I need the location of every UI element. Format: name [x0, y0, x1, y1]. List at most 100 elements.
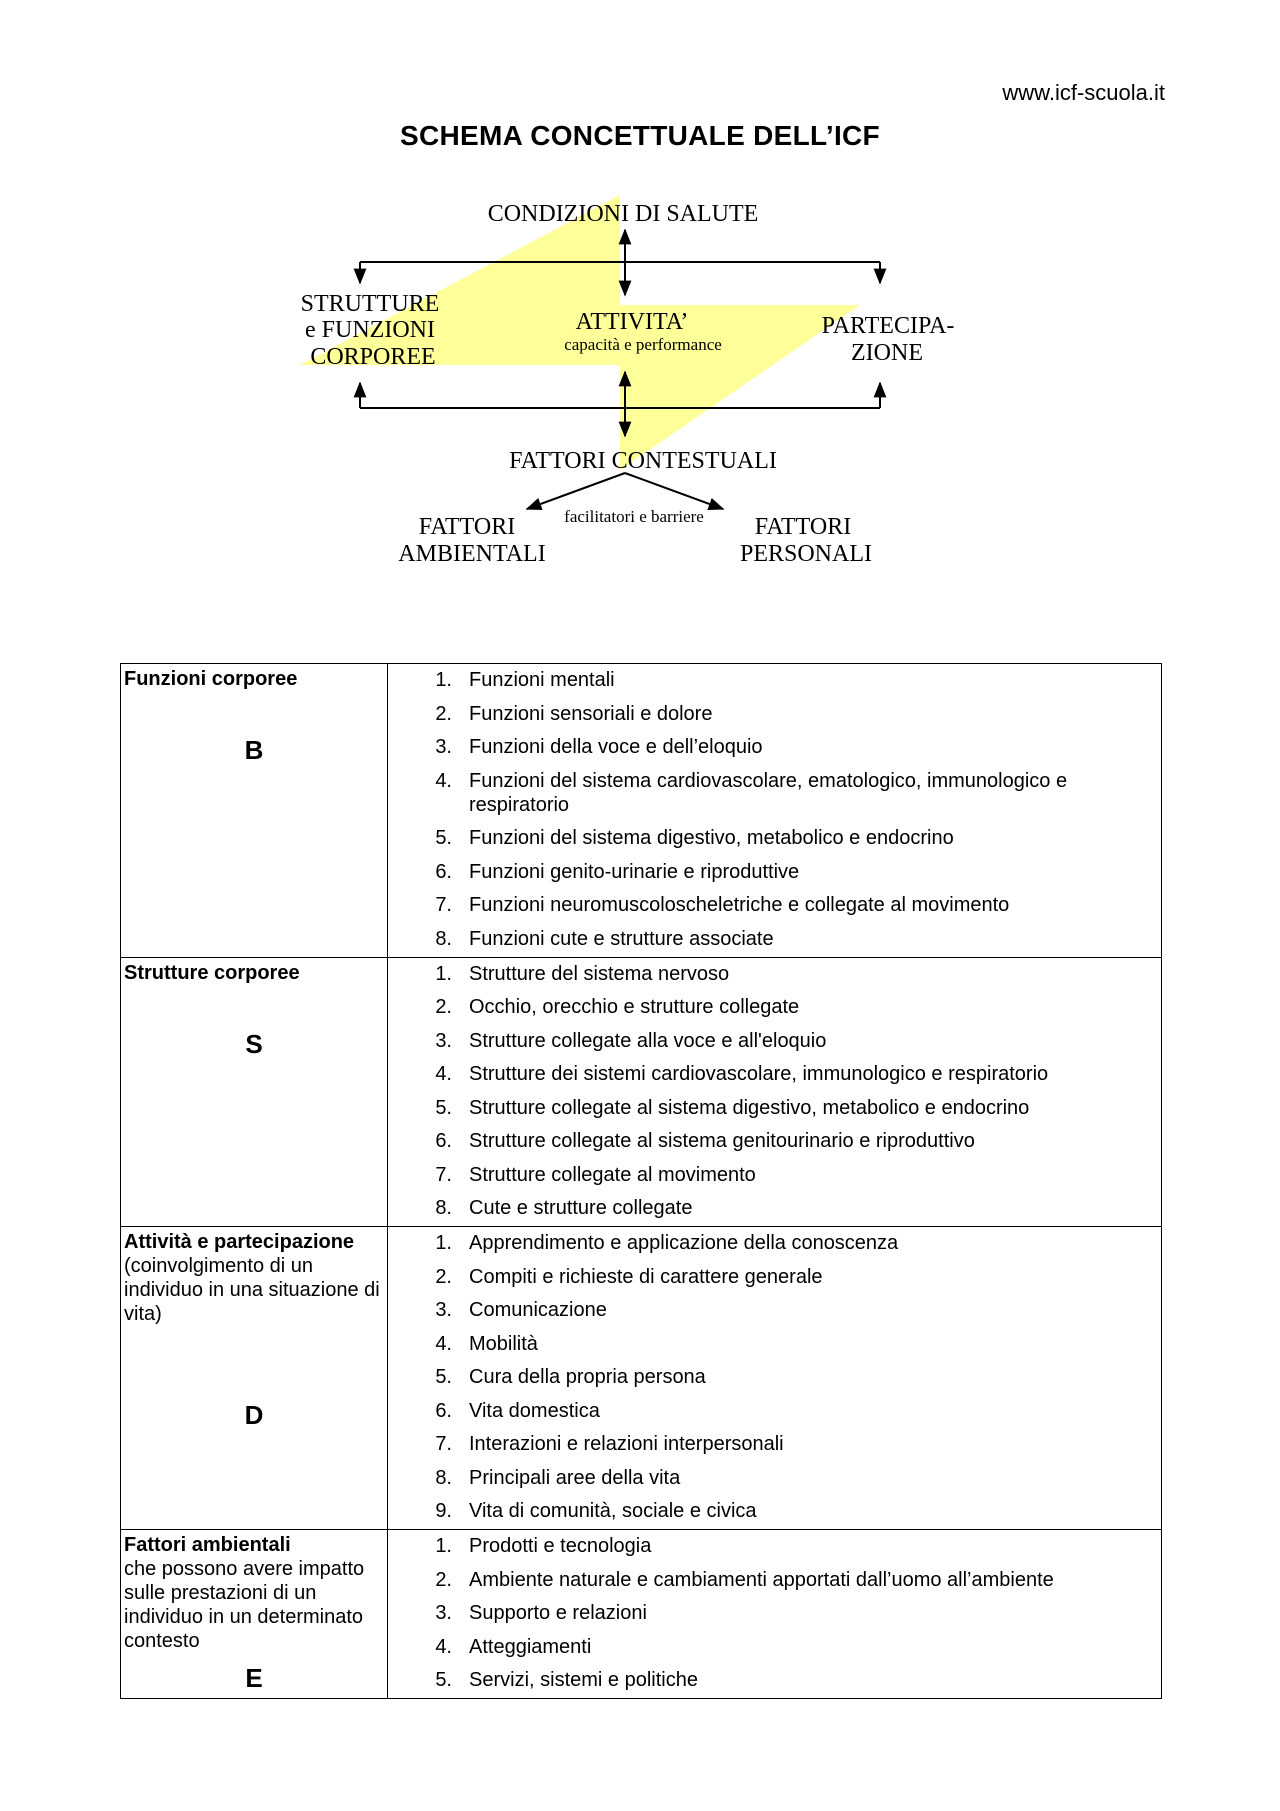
chapter-list-cell: 1. Funzioni mentali 2. Funzioni sensoriali … — [387, 663, 1162, 958]
chapter-number: 2. — [435, 702, 452, 725]
chapter-label: Interazioni e relazioni interpersonali — [469, 1433, 784, 1455]
chapter-list-item: 9. Vita di comunità, sociale e civica — [388, 1499, 1161, 1523]
condizioni-di-salute-label: CONDIZIONI DI SALUTE — [488, 201, 759, 227]
strutture-line-3: CORPOREE — [310, 344, 435, 370]
chapter-label: Supporto e relazioni — [469, 1602, 647, 1624]
component-description: che possono avere impatto sulle prestazi… — [124, 1558, 365, 1652]
chapter-number: 3. — [435, 1602, 452, 1624]
chapter-label: Comunicazione — [469, 1299, 607, 1321]
chapter-list-item: 5.Funzioni del sistema digestivo, metabo… — [388, 826, 1161, 850]
chapter-label: Cura della propria persona — [469, 1366, 706, 1388]
chapter-label: Funzioni genito-urinarie e riproduttive — [469, 860, 800, 883]
chapter-number: 6. — [435, 1130, 452, 1152]
top-connector — [353, 261, 887, 285]
ambientali-line-2: AMBIENTALI — [398, 541, 545, 567]
chapter-label: Mobilità — [469, 1332, 538, 1355]
chapter-list-item: 6. Funzioni genito-urinarie e riproduttiv… — [388, 860, 1161, 884]
fattori-personali-label: FATTORI PERSONALI — [740, 514, 872, 567]
chapter-number: 6. — [435, 860, 452, 883]
strutture-line-2: e FUNZIONI — [305, 317, 435, 343]
component-cell: Attività e partecipazione(coinvolgimento… — [120, 1226, 388, 1530]
chapter-list-item: 6. Vita domestica — [388, 1399, 1161, 1423]
chapter-label: Atteggiamenti — [469, 1635, 592, 1658]
chapter-list-item: 2. Funzioni sensoriali e dolore — [388, 702, 1161, 726]
component-description: (coinvolgimento di un individuo in una s… — [124, 1255, 380, 1325]
chapter-list-item: 3.Strutture collegate alla voce e all'el… — [388, 1029, 1161, 1053]
partecipazione-label: PARTECIPA- ZIONE — [822, 313, 961, 366]
chapter-label: Funzioni mentali — [469, 669, 615, 691]
highlight-triangle-right — [620, 305, 860, 470]
component-code: S — [245, 1028, 263, 1059]
chapter-number: 8. — [435, 1466, 452, 1489]
site-url: www.icf-scuola.it — [1002, 80, 1165, 105]
chapter-list-item: 2.Ambiente naturale e cambiamenti apport… — [388, 1568, 1161, 1592]
component-title: Attività e partecipazione — [124, 1231, 355, 1253]
personali-line-2: PERSONALI — [740, 541, 872, 567]
chapter-label: Funzioni della voce e dell’eloquio — [469, 736, 763, 758]
attivita-subtitle: capacità e performance — [564, 335, 722, 354]
bottom-connector — [353, 381, 887, 409]
chapter-number: 6. — [435, 1399, 452, 1422]
chapter-list-item: 1.Strutture del sistema nervoso — [388, 962, 1161, 986]
chapter-label: Funzioni del sistema cardiovascolare, em… — [469, 769, 1068, 816]
chapter-list-item: 7.Strutture collegate al movimento — [388, 1163, 1161, 1187]
chapter-list-item: 4. Mobilità — [388, 1332, 1161, 1356]
chapter-label: Funzioni del sistema digestivo, metaboli… — [469, 827, 954, 849]
chapter-list-item: 8.Principali aree della vita — [388, 1466, 1161, 1490]
chapter-number: 4. — [435, 769, 452, 792]
attivita-label: ATTIVITA’ — [576, 309, 689, 335]
chapter-list-item: 3. Comunicazione — [388, 1298, 1161, 1322]
chapter-label: Vita di comunità, sociale e civica — [469, 1500, 757, 1522]
chapter-label: Compiti e richieste di carattere general… — [469, 1265, 823, 1288]
chapter-label: Apprendimento e applicazione della conos… — [469, 1232, 899, 1254]
chapter-number: 5. — [435, 1096, 452, 1119]
component-code: D — [244, 1400, 264, 1430]
highlight-triangle-left — [300, 195, 620, 365]
chapter-label: Vita domestica — [469, 1399, 600, 1422]
chapter-number: 8. — [435, 927, 452, 950]
fattori-ambientali-label: FATTORI AMBIENTALI — [398, 514, 545, 567]
chapter-number: 3. — [435, 736, 452, 758]
component-title: Strutture corporee — [124, 961, 300, 984]
chapter-number: 3. — [435, 1299, 452, 1321]
fattori-contestuali-label: FATTORI CONTESTUALI — [509, 448, 777, 474]
chapter-label: Strutture dei sistemi cardiovascolare, i… — [469, 1063, 1049, 1085]
chapter-list-item: 3. Supporto e relazioni — [388, 1601, 1161, 1625]
icf-conceptual-diagram: CONDIZIONI DI SALUTE STRUTTURE e FUNZION… — [300, 195, 961, 567]
facilitatori-barriere-label: facilitatori e barriere — [564, 507, 704, 526]
chapter-label: Strutture collegate al sistema digestivo… — [469, 1096, 1030, 1119]
chapter-list-item: 5.Servizi, sistemi e politiche — [388, 1668, 1161, 1692]
chapter-list-item: 2.Compiti e richieste di carattere gener… — [388, 1265, 1161, 1289]
chapter-label: Funzioni neuromuscoloscheletriche e coll… — [469, 894, 1010, 916]
chapter-number: 7. — [435, 894, 452, 916]
chapter-list-cell: 1.Apprendimento e applicazione della con… — [387, 1226, 1162, 1530]
chapter-list-item: 6. Strutture collegate al sistema genitou… — [388, 1129, 1161, 1153]
partecipazione-line-2: ZIONE — [851, 340, 923, 366]
chapter-label: Funzioni sensoriali e dolore — [469, 702, 713, 725]
chapter-list-item: 5. Strutture collegate al sistema digesti… — [388, 1096, 1161, 1120]
chapter-list-item: 2.Occhio, orecchio e strutture collegate — [388, 995, 1161, 1019]
personali-line-1: FATTORI — [755, 514, 851, 540]
chapter-number: 7. — [435, 1163, 452, 1186]
chapter-number: 4. — [435, 1332, 452, 1355]
chapter-label: Funzioni cute e strutture associate — [469, 927, 774, 950]
chapter-list-item: 4.Atteggiamenti — [388, 1635, 1161, 1659]
chapter-label: Strutture collegate al sistema genitouri… — [469, 1130, 975, 1152]
component-title: Funzioni corporee — [124, 668, 298, 690]
chapter-label: Ambiente naturale e cambiamenti apportat… — [469, 1568, 1054, 1591]
ambientali-line-1: FATTORI — [419, 514, 515, 540]
chapter-list-item: 4. Funzioni del sistema cardiovascolare, … — [388, 769, 1161, 817]
chapter-number: 8. — [435, 1197, 452, 1219]
chapter-list-cell: 1.Strutture del sistema nervoso 2.Occhio,… — [387, 956, 1162, 1227]
chapter-number: 9. — [435, 1500, 452, 1522]
chapter-number: 1. — [435, 669, 452, 691]
page-title: SCHEMA CONCETTUALE DELL’ICF — [400, 120, 880, 151]
chapter-list-item: 3. Funzioni della voce e dell’eloquio — [388, 735, 1161, 759]
